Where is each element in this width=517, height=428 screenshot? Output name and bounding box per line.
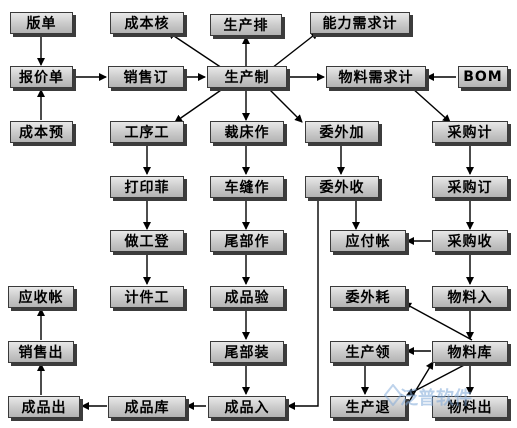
node-chefeng: 车缝作 [210, 176, 284, 198]
node-chengpinyan: 成品验 [210, 286, 284, 308]
node-shengchanzhi: 生产制 [207, 66, 287, 88]
node-wuliaoku: 物料库 [432, 341, 508, 363]
node-chengbenhe: 成本核 [110, 12, 184, 34]
node-yingfu: 应付帐 [330, 230, 406, 252]
edge-ku-weiwaihao [403, 302, 473, 341]
node-chengbenyu: 成本预 [10, 121, 73, 143]
edge-ku-tui [406, 361, 471, 396]
node-shengchanling: 生产领 [330, 341, 406, 363]
node-nengli: 能力需求计 [310, 12, 410, 34]
node-weiwaijia: 委外加 [305, 121, 379, 143]
edge-sc-gongxu [174, 87, 225, 123]
node-weiwaihao: 委外耗 [330, 286, 406, 308]
edge-weiwaishou-chengpinru [287, 198, 319, 410]
node-caigouji: 采购计 [432, 121, 508, 143]
watermark-logo-icon [384, 384, 402, 406]
node-yingshou: 应收帐 [8, 286, 74, 308]
node-shengchantui: 生产退 [330, 396, 406, 418]
node-baojia: 报价单 [10, 66, 73, 88]
node-caigoushou: 采购收 [432, 230, 508, 252]
node-shengchanpai: 生产排 [210, 14, 282, 36]
edge-tui-ku [406, 361, 434, 406]
node-chengpinru: 成品入 [208, 396, 286, 418]
node-caichuang: 裁床作 [210, 121, 284, 143]
node-banqie: 版单 [10, 12, 73, 34]
node-chengpinchu: 成品出 [8, 396, 80, 418]
node-xiaoshouchu: 销售出 [8, 341, 74, 363]
node-wuliaoxuqiu: 物料需求计 [326, 66, 426, 88]
node-weibuzuo: 尾部作 [210, 230, 284, 252]
edge-wuliao-caigouji [411, 87, 451, 123]
watermark-text: 泛普软件 [400, 388, 472, 409]
node-weibuzhuang: 尾部装 [210, 341, 284, 363]
node-weiwaishou: 委外收 [305, 176, 379, 198]
node-chengpinku: 成品库 [108, 396, 186, 418]
node-wuliaoru: 物料入 [432, 286, 508, 308]
edge-sc-nengli [271, 31, 319, 69]
node-jijian: 计件工 [110, 286, 184, 308]
node-xiaoshouding: 销售订 [108, 66, 184, 88]
edge-sc-chengbenhe [167, 31, 223, 69]
node-dayin: 打印菲 [110, 176, 184, 198]
node-gongxu: 工序工 [110, 121, 184, 143]
node-zuogong: 做工登 [110, 230, 184, 252]
node-bom: BOM [458, 66, 508, 88]
edge-sc-weiwai [267, 87, 303, 123]
node-caigouding: 采购订 [432, 176, 508, 198]
node-wuliaochu: 物料出 [432, 396, 508, 418]
